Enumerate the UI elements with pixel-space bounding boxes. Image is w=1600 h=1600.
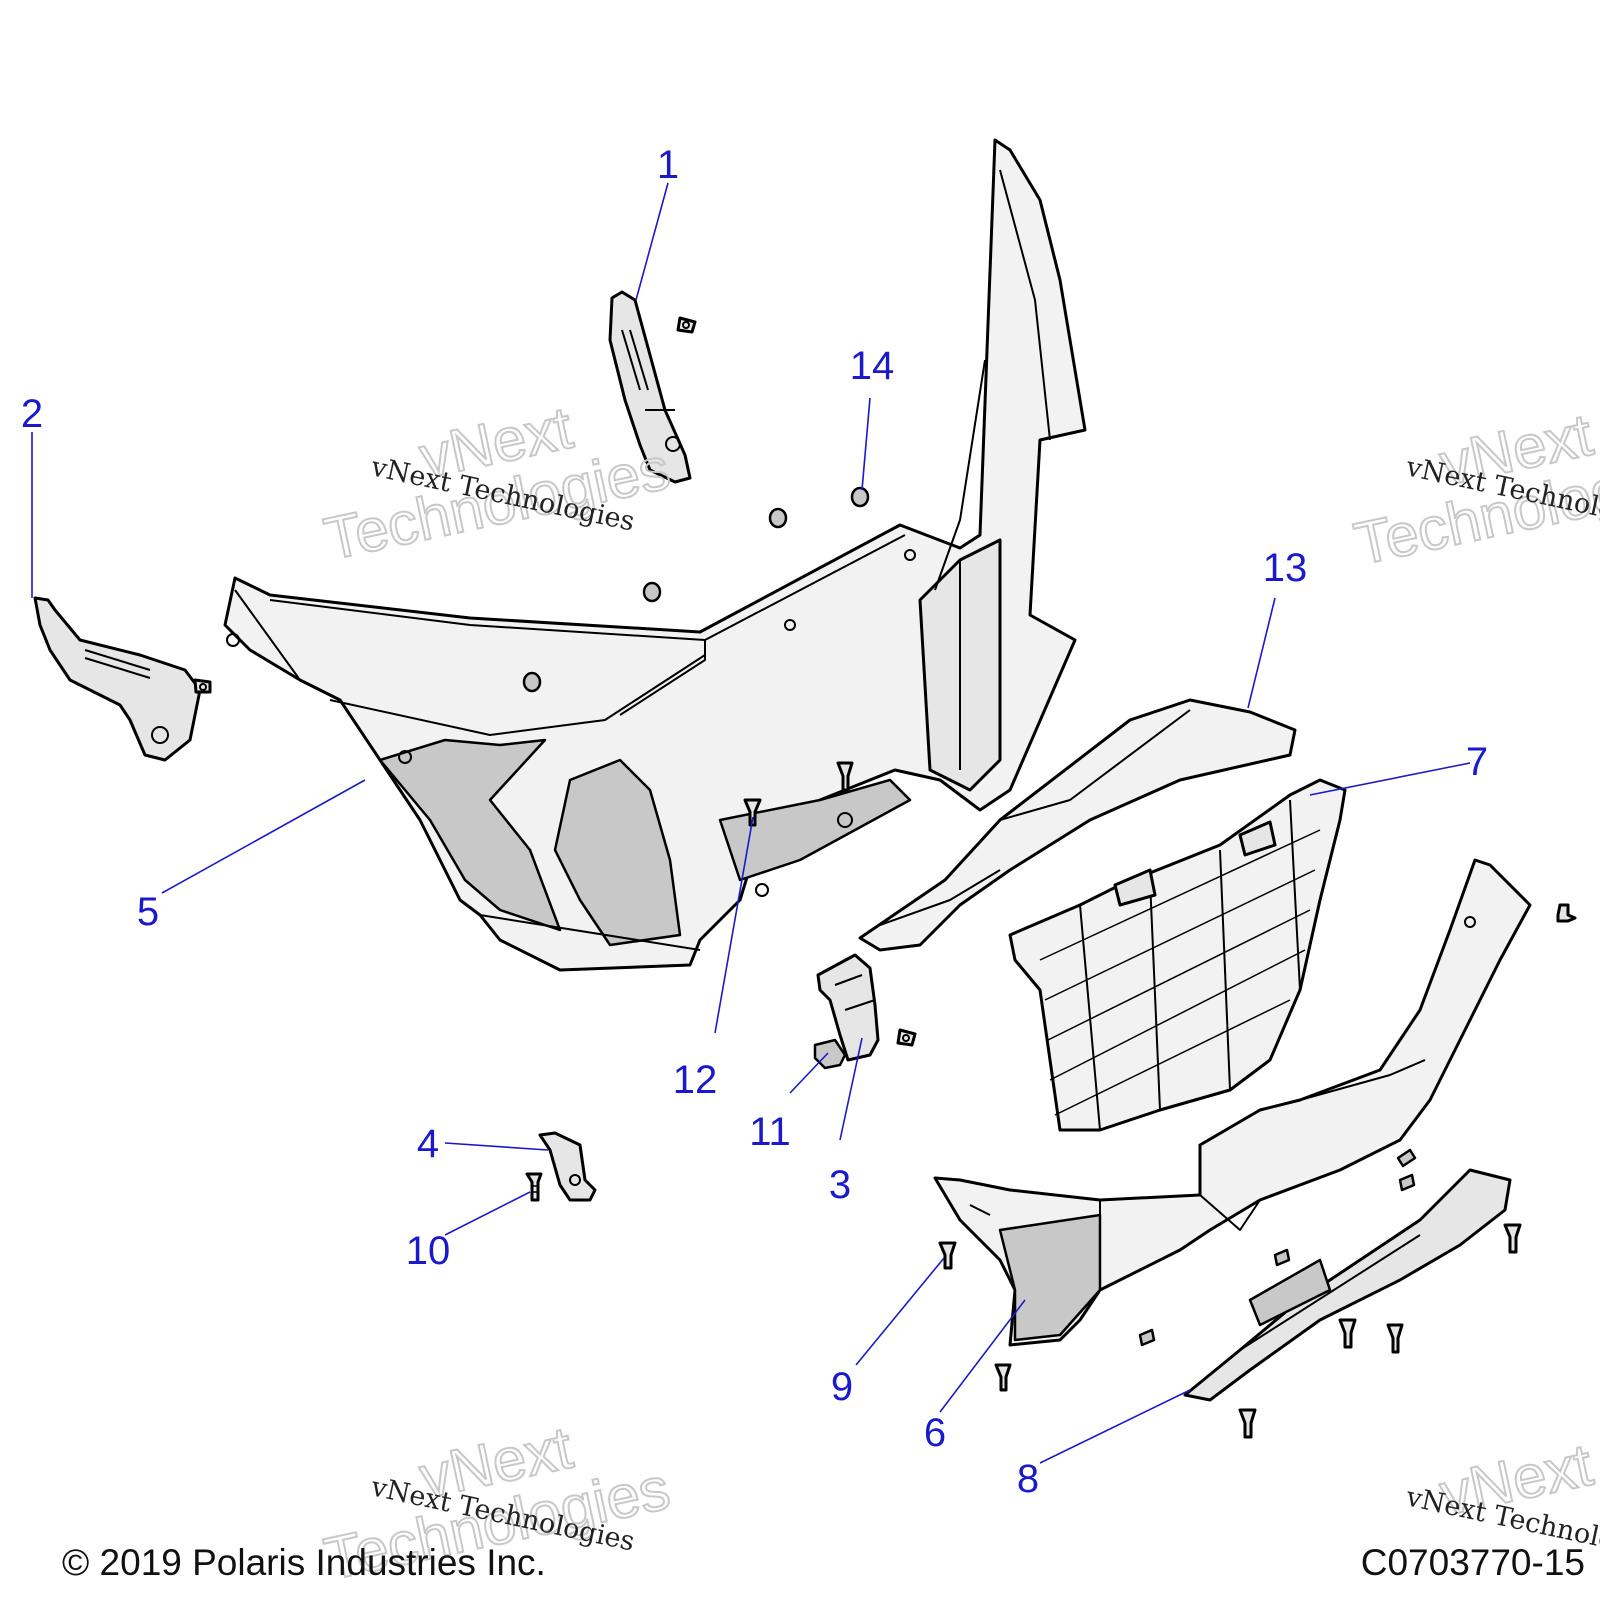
bracket-bolt-1 (676, 316, 697, 334)
callout-14: 14 (850, 344, 895, 388)
callout-labels: 1 2 3 4 5 6 7 8 9 10 11 12 13 14 (21, 143, 1488, 1501)
diagram-code: C0703770-15 (1361, 1542, 1585, 1583)
watermark-top-left: vNext Technologies (318, 393, 677, 574)
front-bumper-part (933, 858, 1532, 1347)
callout-8: 8 (1017, 1457, 1039, 1501)
lower-trim-part (1183, 1168, 1512, 1402)
grille-part (1008, 778, 1347, 1132)
bracket-bolt-3 (896, 1028, 917, 1047)
callout-9: 9 (831, 1365, 853, 1409)
callout-6: 6 (924, 1411, 946, 1455)
callout-2: 2 (21, 392, 43, 436)
callout-3: 3 (829, 1163, 851, 1207)
callout-7: 7 (1466, 740, 1488, 784)
callout-5: 5 (137, 890, 159, 934)
clip-nut-part (813, 1038, 847, 1070)
center-bracket-part (816, 953, 880, 1062)
bracket-bolt-2 (193, 678, 212, 694)
side-bracket-part (33, 596, 202, 762)
bumper-fastener-set (938, 903, 1577, 1439)
callout-10: 10 (406, 1229, 451, 1273)
leader-lines (31, 182, 1471, 1464)
bolt-10-part (525, 1172, 543, 1202)
front-frame-part (223, 138, 1087, 972)
grommet-set-part (522, 486, 870, 693)
lower-cover-part (858, 698, 1297, 952)
callout-13: 13 (1263, 546, 1308, 590)
callout-4: 4 (417, 1122, 439, 1166)
callout-12: 12 (673, 1058, 718, 1102)
callout-1: 1 (657, 143, 679, 187)
copyright-text: © 2019 Polaris Industries Inc. (62, 1542, 546, 1583)
upper-bracket-part (608, 290, 692, 484)
callout-11: 11 (749, 1110, 791, 1154)
push-pin-part (743, 761, 854, 827)
small-bracket-part (538, 1131, 597, 1202)
